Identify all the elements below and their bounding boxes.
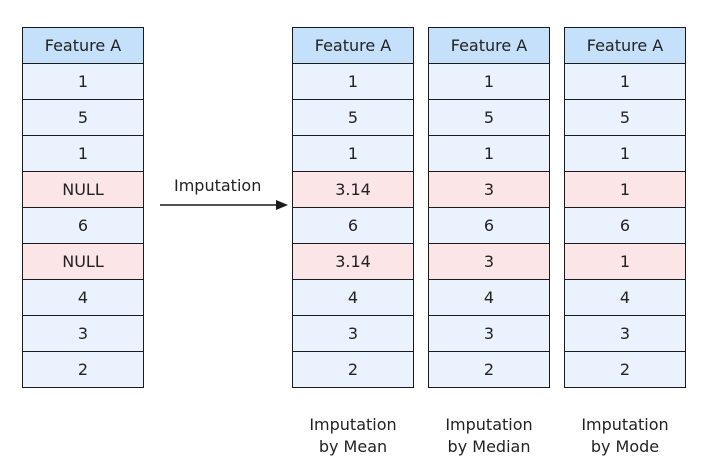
table-row: 1 (564, 243, 686, 280)
table-row: 1 (428, 63, 550, 100)
table-row: 3 (428, 171, 550, 208)
table-caption: Imputation by Mean (292, 414, 414, 458)
value-cell: 3 (292, 315, 414, 352)
caption-line: Imputation (309, 415, 397, 434)
table-header-row: Feature A (22, 27, 144, 64)
table-row: 5 (292, 99, 414, 136)
table-row: 3.14 (292, 243, 414, 280)
table-row: 4 (564, 279, 686, 316)
table-row: 1 (428, 135, 550, 172)
value-cell: 5 (564, 99, 686, 136)
caption-line: by Median (447, 437, 531, 456)
missing-value-cell: 3 (428, 171, 550, 208)
value-cell: 1 (428, 63, 550, 100)
table-row: 1 (292, 135, 414, 172)
table-row: 5 (22, 99, 144, 136)
table-row: 1 (564, 63, 686, 100)
table-row: 3 (292, 315, 414, 352)
missing-value-cell: NULL (22, 171, 144, 208)
column-header: Feature A (428, 27, 550, 64)
table-header-row: Feature A (564, 27, 686, 64)
table-row: 3 (428, 243, 550, 280)
table-row: 1 (22, 135, 144, 172)
table-row: 3 (22, 315, 144, 352)
table-row: 5 (428, 99, 550, 136)
value-cell: 4 (22, 279, 144, 316)
table-row: 2 (292, 351, 414, 388)
value-cell: 6 (564, 207, 686, 244)
value-cell: 3 (564, 315, 686, 352)
table-row: 2 (564, 351, 686, 388)
column-header: Feature A (22, 27, 144, 64)
value-cell: 5 (292, 99, 414, 136)
value-cell: 2 (292, 351, 414, 388)
table-row: 6 (428, 207, 550, 244)
value-cell: 5 (22, 99, 144, 136)
table-row: NULL (22, 171, 144, 208)
table-header-row: Feature A (428, 27, 550, 64)
table-caption: Imputation by Median (428, 414, 550, 458)
value-cell: 6 (292, 207, 414, 244)
table-row: 3 (564, 315, 686, 352)
missing-value-cell: 3.14 (292, 171, 414, 208)
table-row: 1 (564, 135, 686, 172)
value-cell: 1 (292, 63, 414, 100)
table-header-row: Feature A (292, 27, 414, 64)
missing-value-cell: 3 (428, 243, 550, 280)
table-row: 2 (428, 351, 550, 388)
value-cell: 1 (292, 135, 414, 172)
arrow-label: Imputation (174, 176, 262, 195)
value-cell: 1 (428, 135, 550, 172)
missing-value-cell: 3.14 (292, 243, 414, 280)
value-cell: 6 (22, 207, 144, 244)
value-cell: 1 (564, 135, 686, 172)
value-cell: 3 (428, 315, 550, 352)
caption-line: by Mean (318, 437, 388, 456)
missing-value-cell: 1 (564, 171, 686, 208)
table-row: 1 (22, 63, 144, 100)
table-row: 4 (428, 279, 550, 316)
arrow-icon (160, 200, 288, 210)
table-row: 6 (22, 207, 144, 244)
value-cell: 2 (22, 351, 144, 388)
table-row: NULL (22, 243, 144, 280)
column-header: Feature A (564, 27, 686, 64)
value-cell: 6 (428, 207, 550, 244)
table-row: 5 (564, 99, 686, 136)
value-cell: 5 (428, 99, 550, 136)
missing-value-cell: NULL (22, 243, 144, 280)
value-cell: 2 (428, 351, 550, 388)
value-cell: 1 (564, 63, 686, 100)
value-cell: 1 (22, 63, 144, 100)
table-row: 1 (292, 63, 414, 100)
value-cell: 2 (564, 351, 686, 388)
table-row: 2 (22, 351, 144, 388)
value-cell: 4 (292, 279, 414, 316)
table-row: 3.14 (292, 171, 414, 208)
table-row: 1 (564, 171, 686, 208)
table-row: 6 (564, 207, 686, 244)
table-caption: Imputation by Mode (564, 414, 686, 458)
value-cell: 4 (428, 279, 550, 316)
table-row: 4 (292, 279, 414, 316)
value-cell: 4 (564, 279, 686, 316)
column-header: Feature A (292, 27, 414, 64)
caption-line: Imputation (445, 415, 533, 434)
table-row: 6 (292, 207, 414, 244)
caption-line: Imputation (581, 415, 669, 434)
value-cell: 3 (22, 315, 144, 352)
table-row: 4 (22, 279, 144, 316)
missing-value-cell: 1 (564, 243, 686, 280)
value-cell: 1 (22, 135, 144, 172)
caption-line: by Mode (590, 437, 660, 456)
table-row: 3 (428, 315, 550, 352)
